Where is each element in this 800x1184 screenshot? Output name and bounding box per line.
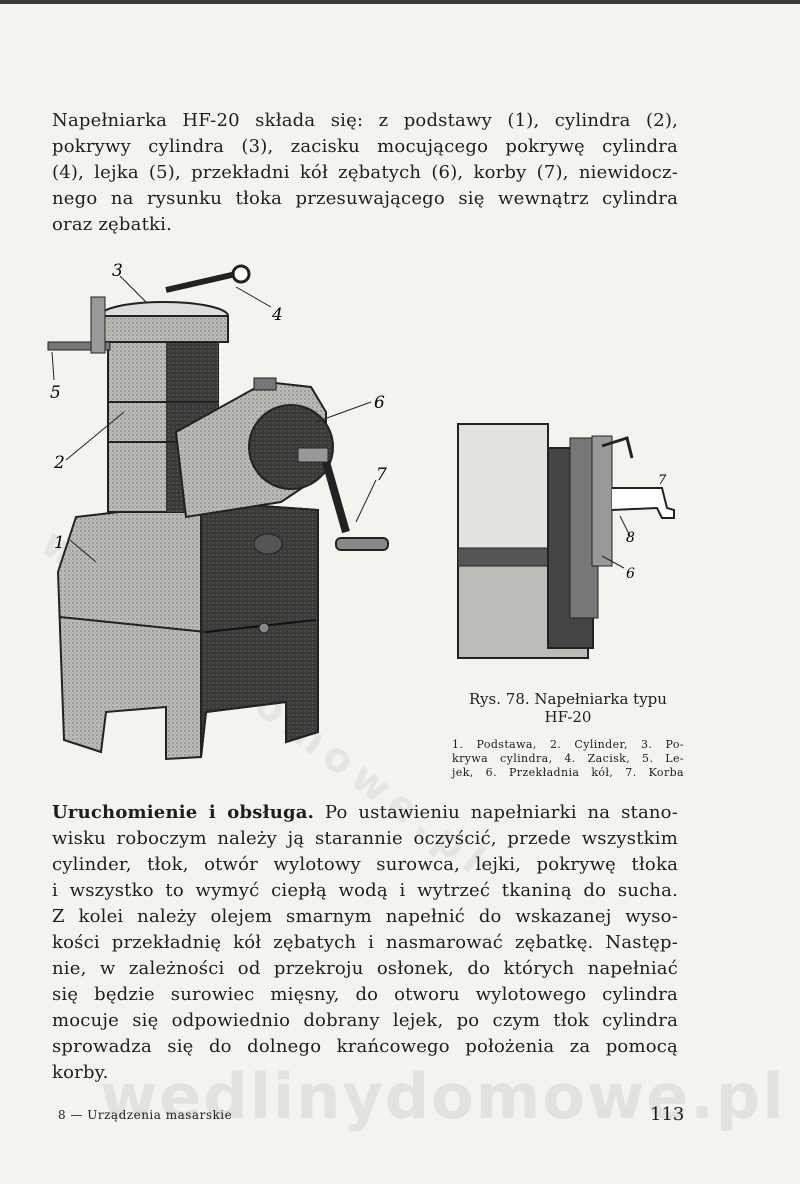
label-8: 8 [626, 530, 635, 546]
operation-line: się będzie surowiec mięsny, do otworu wy… [52, 984, 678, 1005]
label-4: 4 [271, 305, 283, 325]
heading-line-rest: Po ustawieniu napełniarki na stano- [314, 802, 678, 823]
caption-line: HF-20 [544, 708, 592, 726]
label-7: 7 [376, 465, 387, 485]
filler-machine-illustration: 3 4 5 2 1 6 7 [47, 262, 389, 761]
legend-line: jek, 6. Przekładnia kół, 7. Korba [452, 766, 684, 779]
intro-paragraph: Napełniarka HF-20 składa się: z podstawy… [52, 108, 678, 238]
operation-line: sprowadza się do dolnego krańcowego poło… [52, 1036, 678, 1057]
section-heading: Uruchomienie i obsługa. [52, 802, 315, 823]
intro-line: oraz zębatki. [52, 214, 172, 235]
page-number: 113 [650, 1104, 685, 1125]
label-1: 1 [54, 533, 65, 553]
top-edge-rule [0, 0, 800, 4]
legend-line: krywa cylindra, 4. Zacisk, 5. Le- [452, 752, 684, 765]
operation-paragraph: Uruchomienie i obsługa. Po ustawieniu na… [52, 800, 678, 1086]
label-5: 5 [50, 383, 61, 403]
operation-line: nie, w zależności od przekroju osłonek, … [52, 958, 678, 979]
operation-line: Uruchomienie i obsługa. Po ustawieniu na… [52, 800, 678, 826]
gear-detail-illustration: 7 8 6 [457, 423, 675, 659]
bottom-watermark: wedlinydomowe.pl [100, 1060, 786, 1133]
operation-line: i wszystko to wymyć ciepłą wodą i wytrze… [52, 880, 678, 901]
footer-signature: 8 — Urządzenia masarskie [58, 1108, 233, 1122]
operation-line: mocuje się odpowiednio dobrany lejek, po… [52, 1010, 678, 1031]
legend-line: 1. Podstawa, 2. Cylinder, 3. Po- [452, 738, 684, 751]
intro-line: nego na rysunku tłoka przesuwającego się… [52, 188, 678, 209]
operation-line: korby. [52, 1062, 109, 1083]
intro-line: Napełniarka HF-20 składa się: z podstawy… [52, 110, 678, 131]
figure-caption: Rys. 78. Napełniarka typu HF-20 [452, 690, 684, 726]
operation-line: kości przekładnię kół zębatych i nasmaro… [52, 932, 678, 953]
label-6: 6 [374, 393, 385, 413]
operation-line: cylinder, tłok, otwór wylotowy surowca, … [52, 854, 678, 875]
caption-line: Rys. 78. Napełniarka typu [469, 690, 667, 708]
figure-legend: 1. Podstawa, 2. Cylinder, 3. Po- krywa c… [452, 738, 684, 780]
label-2: 2 [53, 453, 65, 473]
label-7: 7 [658, 473, 667, 488]
label-6: 6 [626, 566, 635, 582]
intro-line: (4), lejka (5), przekładni kół zębatych … [52, 162, 678, 183]
operation-line: wisku roboczym należy ją starannie oczyś… [52, 828, 678, 849]
operation-line: Z kolei należy olejem smarnym napełnić d… [52, 906, 678, 927]
intro-line: pokrywy cylindra (3), zacisku mocującego… [52, 136, 678, 157]
label-3: 3 [112, 262, 123, 281]
